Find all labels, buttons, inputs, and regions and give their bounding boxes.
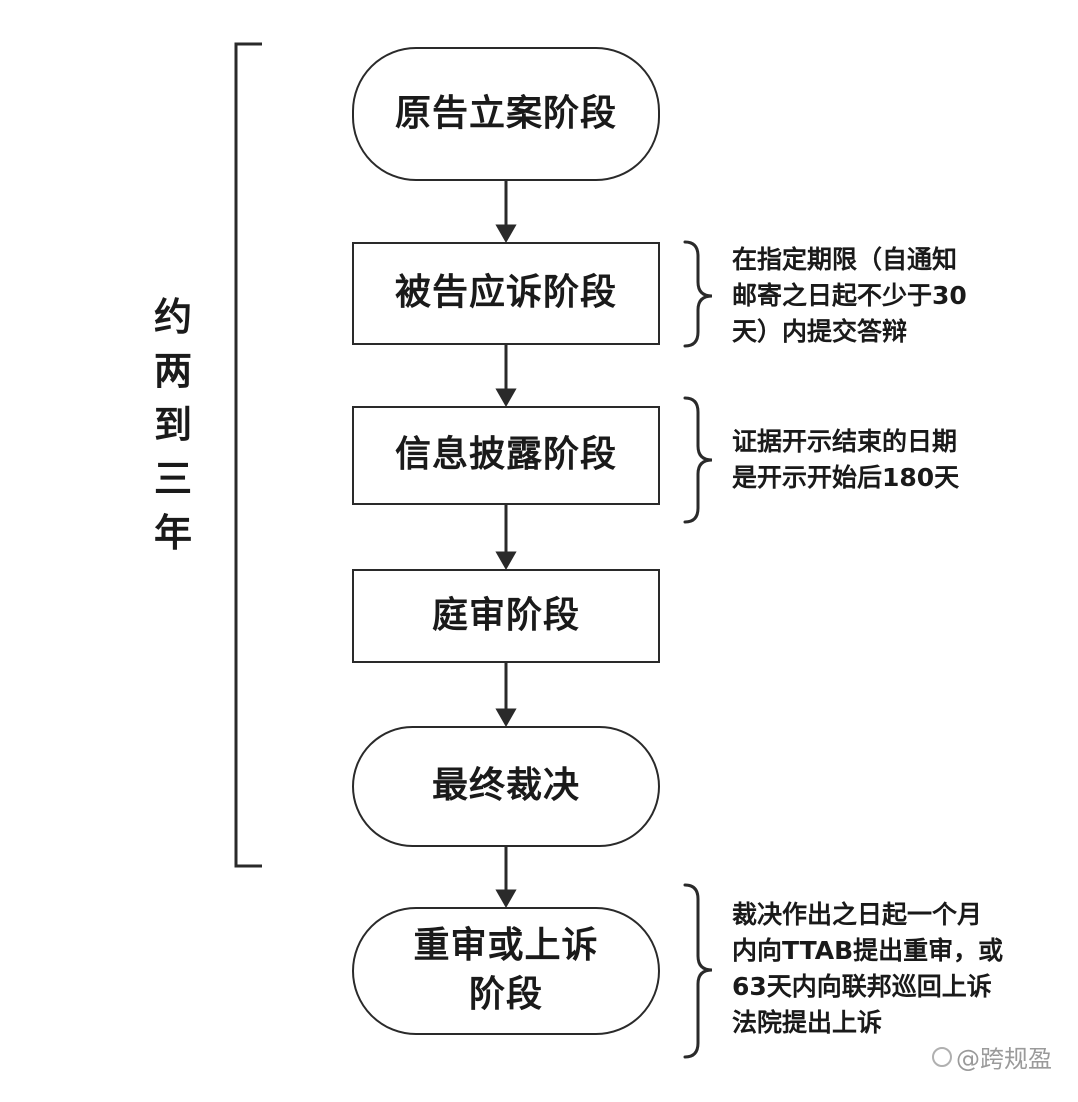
- paw-icon: [932, 1046, 952, 1067]
- node-final-decision: 最终裁决: [352, 726, 660, 847]
- note-appeal-deadline: 裁决作出之日起一个月 内向TTAB提出重审，或 63天内向联邦巡回上诉 法院提出…: [732, 897, 1003, 1041]
- note-line: 邮寄之日起不少于30: [732, 281, 967, 310]
- node-discovery-stage: 信息披露阶段: [352, 406, 660, 505]
- note-line: 内向TTAB提出重审，或: [732, 936, 1004, 965]
- duration-char: 到: [153, 403, 192, 447]
- node-label: 原告立案阶段: [394, 92, 617, 134]
- brace-answer: [683, 240, 713, 348]
- note-discovery-deadline: 证据开示结束的日期 是开示开始后180天: [732, 424, 959, 496]
- note-line: 裁决作出之日起一个月: [732, 900, 983, 929]
- node-label-line: 重审或上诉: [413, 925, 599, 967]
- note-line: 法院提出上诉: [732, 1008, 883, 1037]
- note-line: 天）内提交答辩: [732, 317, 908, 346]
- duration-char: 两: [153, 349, 192, 393]
- node-label-line: 阶段: [468, 974, 543, 1015]
- watermark: @跨规盈: [932, 1039, 1052, 1074]
- duration-char: 三: [153, 457, 192, 501]
- node-label: 被告应诉阶段: [394, 272, 617, 314]
- watermark-text: @跨规盈: [956, 1045, 1052, 1073]
- timeline-bracket: [234, 42, 262, 868]
- node-trial-stage: 庭审阶段: [352, 569, 660, 663]
- note-line: 证据开示结束的日期: [732, 427, 958, 456]
- node-label: 信息披露阶段: [394, 434, 617, 476]
- brace-discovery: [683, 396, 713, 524]
- node-label: 最终裁决: [431, 765, 580, 807]
- note-answer-deadline: 在指定期限（自通知 邮寄之日起不少于30 天）内提交答辩: [732, 242, 967, 350]
- duration-char: 年: [153, 511, 192, 555]
- node-filing-stage: 原告立案阶段: [352, 47, 660, 181]
- duration-char: 约: [153, 295, 192, 339]
- node-answer-stage: 被告应诉阶段: [352, 242, 660, 345]
- brace-appeal: [683, 883, 713, 1059]
- node-appeal-stage: 重审或上诉 阶段: [352, 907, 660, 1035]
- note-line: 在指定期限（自通知: [732, 245, 958, 274]
- note-line: 63天内向联邦巡回上诉: [732, 972, 992, 1001]
- node-label: 庭审阶段: [431, 594, 580, 636]
- note-line: 是开示开始后180天: [732, 463, 960, 492]
- duration-label: 约 两 到 三 年: [148, 290, 198, 560]
